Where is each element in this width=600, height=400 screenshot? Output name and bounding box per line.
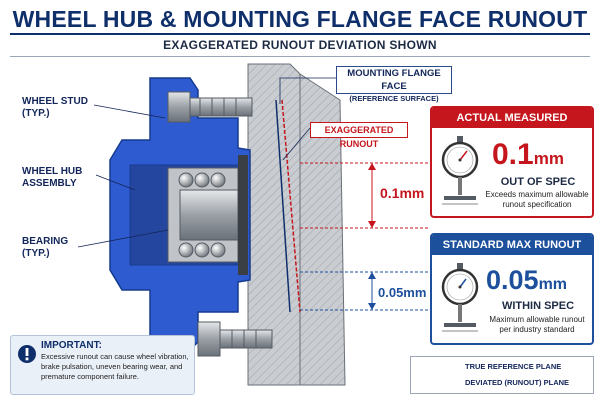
- standard-runout-value-group: 0.05mm: [486, 265, 567, 296]
- flange-face-label: MOUNTING FLANGE FACE (REFERENCE SURFACE): [336, 66, 452, 103]
- actual-runout-note-line2: runout specification: [502, 200, 572, 209]
- bearing-label-line1: BEARING: [22, 236, 69, 247]
- legend-box: TRUE REFERENCE PLANE DEVIATED (RUNOUT) P…: [410, 356, 594, 394]
- bearing-label-line2: (TYP.): [22, 248, 50, 259]
- bearing-ball: [194, 242, 210, 258]
- legend-deviated-plane: DEVIATED (RUNOUT) PLANE: [465, 378, 570, 387]
- standard-runout-note-line2: per industry standard: [499, 325, 575, 334]
- flange-face-label-line1: MOUNTING FLANGE FACE: [347, 68, 441, 92]
- page-subtitle: EXAGGERATED RUNOUT DEVIATION SHOWN: [163, 38, 437, 52]
- standard-dimension-marker: [300, 271, 428, 311]
- exaggerated-runout-label: EXAGGERATED RUNOUT: [310, 122, 408, 149]
- title-divider: [10, 33, 590, 35]
- bearing-ball: [178, 242, 194, 258]
- actual-runout-note-line1: Exceeds maximum allowable: [485, 190, 589, 199]
- important-heading: IMPORTANT:: [41, 340, 102, 351]
- actual-runout-value-group: 0.1mm: [492, 138, 564, 172]
- legend-true-plane: TRUE REFERENCE PLANE: [465, 362, 562, 371]
- true-reference-plane-line: [275, 99, 291, 313]
- dial-indicator-icon: [441, 136, 479, 205]
- info-icon: [18, 345, 36, 363]
- wheel-stud-label-line2: (TYP.): [22, 108, 50, 119]
- important-text: Excessive runout can cause wheel vibrati…: [41, 352, 189, 381]
- standard-runout-value: 0.05: [486, 265, 539, 295]
- knuckle-section: [247, 63, 346, 386]
- standard-runout-unit: mm: [538, 276, 568, 293]
- actual-runout-value: 0.1: [492, 138, 534, 171]
- wheel-hub-label-line1: WHEEL HUB: [22, 166, 83, 177]
- actual-runout-panel: ACTUAL MEASURED RUNOUT 0.1mm OUT OF SPEC…: [430, 106, 594, 218]
- wheel-stud-top: [167, 91, 253, 123]
- actual-dimension-marker: [300, 162, 428, 229]
- actual-runout-unit: mm: [533, 149, 564, 168]
- page-title: WHEEL HUB & MOUNTING FLANGE FACE RUNOUT: [12, 6, 588, 32]
- flange-face-label-line2: (REFERENCE SURFACE): [349, 94, 439, 103]
- wheel-stud-label: WHEEL STUD (TYP.): [22, 96, 88, 120]
- bearing-assembly: [167, 155, 248, 275]
- important-note-box: IMPORTANT: Excessive runout can cause wh…: [10, 335, 195, 395]
- actual-runout-status: OUT OF SPEC: [500, 176, 576, 188]
- actual-dimension-label: 0.1mm: [380, 185, 425, 201]
- wheel-stud-label-line1: WHEEL STUD: [22, 96, 88, 107]
- wheel-hub-label-line2: ASSEMBLY: [22, 178, 77, 189]
- subtitle-divider: [10, 56, 590, 57]
- bearing-ball: [210, 172, 226, 188]
- bearing-label: BEARING (TYP.): [22, 236, 68, 260]
- wheel-hub-label: WHEEL HUB ASSEMBLY: [22, 166, 82, 190]
- standard-runout-note: Maximum allowable runout per industry st…: [482, 315, 592, 335]
- bearing-ball: [178, 172, 194, 188]
- standard-dimension-label: 0.05mm: [378, 285, 427, 300]
- bearing-ball: [210, 242, 226, 258]
- leader-lines: [77, 77, 336, 248]
- bearing-ball: [194, 172, 210, 188]
- standard-runout-note-line1: Maximum allowable runout: [489, 315, 585, 324]
- actual-runout-note: Exceeds maximum allowable runout specifi…: [482, 190, 592, 210]
- dial-indicator-icon: [441, 263, 479, 332]
- deviated-runout-line: [281, 99, 301, 313]
- standard-runout-status: WITHIN SPEC: [501, 300, 575, 312]
- standard-runout-header: STANDARD MAX RUNOUT: [432, 235, 592, 255]
- wheel-stud-bottom: [197, 321, 273, 357]
- actual-runout-header: ACTUAL MEASURED RUNOUT: [432, 108, 592, 144]
- standard-runout-panel: STANDARD MAX RUNOUT 0.05mm WITHIN SPEC M…: [430, 233, 594, 345]
